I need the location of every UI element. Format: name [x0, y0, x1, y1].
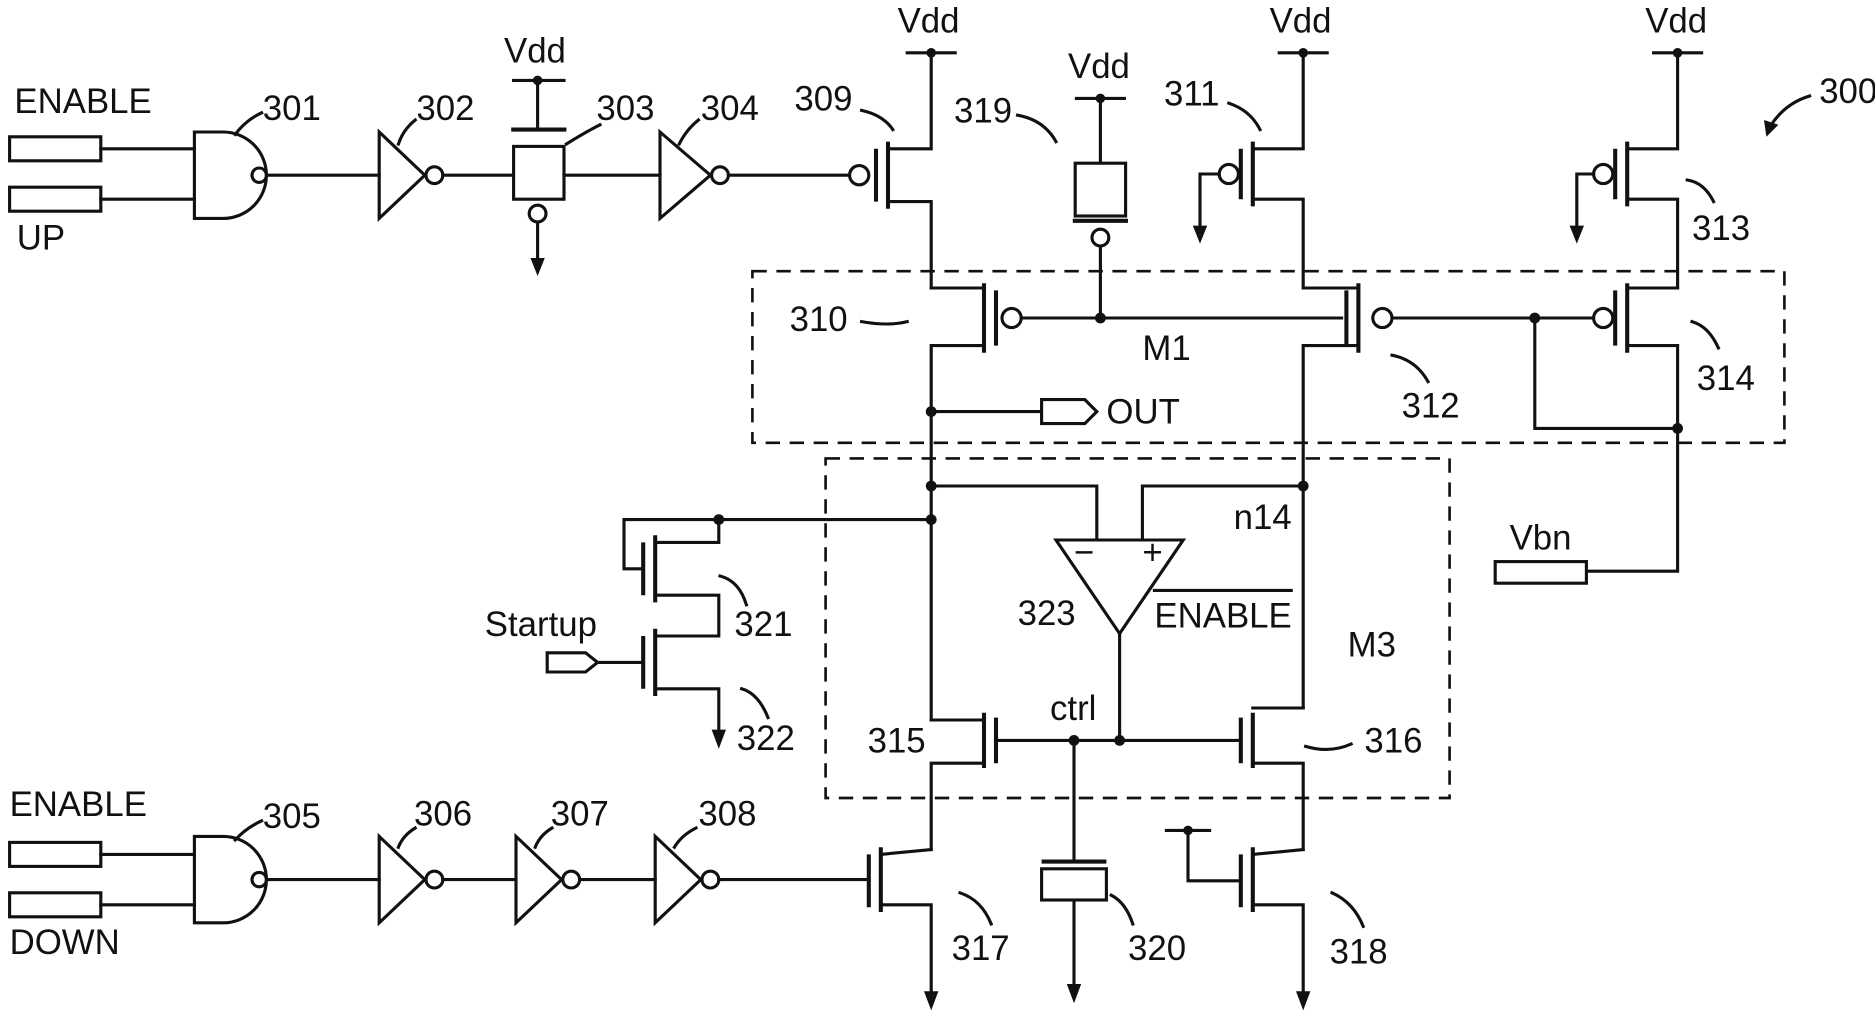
transistor-316 — [1241, 708, 1303, 850]
vdd-label-303: Vdd — [504, 31, 566, 70]
ref-301: 301 — [263, 89, 321, 128]
ref-318: 318 — [1330, 933, 1388, 972]
node-n14-label: n14 — [1234, 498, 1292, 537]
svg-text:ENABLE: ENABLE — [14, 82, 151, 121]
ref-304: 304 — [701, 89, 759, 128]
transistor-322 — [598, 629, 726, 749]
inverter-307 — [516, 836, 655, 922]
inverter-308 — [655, 836, 869, 922]
block-m1-label: M1 — [1142, 329, 1190, 368]
transistor-313 — [1570, 48, 1702, 288]
ref-313: 313 — [1692, 209, 1750, 248]
output-port-out: OUT — [926, 393, 1180, 432]
device-320 — [1042, 740, 1107, 1003]
ref-321: 321 — [734, 605, 792, 644]
svg-text:Vbn: Vbn — [1510, 519, 1572, 558]
input-port-enable-bottom: ENABLE — [10, 785, 195, 866]
node-ctrl-label: ctrl — [1050, 689, 1096, 728]
ref-314: 314 — [1697, 359, 1755, 398]
transistor-317 — [869, 847, 939, 1010]
svg-text:OUT: OUT — [1106, 393, 1179, 432]
ref-306: 306 — [414, 795, 472, 834]
svg-text:Startup: Startup — [485, 605, 597, 644]
inverter-304 — [660, 132, 850, 218]
block-m1-boundary — [752, 271, 1784, 443]
inverter-306 — [379, 836, 516, 922]
ref-315: 315 — [868, 721, 926, 760]
ref-310: 310 — [790, 300, 848, 339]
enable-bar-label: ENABLE — [1154, 590, 1291, 635]
input-port-up: UP — [10, 187, 195, 257]
opamp-plus: + — [1142, 533, 1162, 572]
vdd-label-319: Vdd — [1068, 47, 1130, 86]
device-319 — [1073, 94, 1128, 318]
vdd-label-309: Vdd — [898, 1, 960, 40]
ref-305: 305 — [263, 797, 321, 836]
ref-323: 323 — [1018, 594, 1076, 633]
input-port-down: DOWN — [10, 893, 195, 962]
ref-320: 320 — [1128, 929, 1186, 968]
ref-303: 303 — [596, 89, 654, 128]
ref-322: 322 — [737, 719, 795, 758]
svg-text:ENABLE: ENABLE — [1154, 597, 1291, 636]
nand-gate-305 — [194, 836, 379, 922]
ref-308: 308 — [698, 795, 756, 834]
ref-317: 317 — [952, 929, 1010, 968]
ref-316: 316 — [1364, 721, 1422, 760]
input-port-enable-top: ENABLE — [10, 82, 195, 161]
ref-311: 311 — [1164, 75, 1219, 114]
nand-gate-301 — [194, 132, 379, 218]
svg-text:DOWN: DOWN — [10, 923, 120, 962]
ref-312: 312 — [1402, 387, 1460, 426]
svg-text:UP: UP — [17, 219, 65, 258]
ref-307: 307 — [551, 795, 609, 834]
vdd-label-313: Vdd — [1645, 1, 1707, 40]
opamp-minus: − — [1074, 533, 1094, 572]
vdd-label-311: Vdd — [1270, 1, 1332, 40]
input-port-vbn: Vbn — [1495, 519, 1586, 584]
ref-302: 302 — [416, 89, 474, 128]
ref-319: 319 — [954, 91, 1012, 130]
transistor-318 — [1166, 826, 1310, 1011]
svg-text:ENABLE: ENABLE — [10, 785, 147, 824]
ref-309: 309 — [794, 79, 852, 118]
block-m3-label: M3 — [1348, 625, 1396, 664]
input-port-startup: Startup — [485, 605, 598, 672]
ref-300: 300 — [1819, 72, 1875, 111]
transistor-309 — [850, 48, 956, 288]
